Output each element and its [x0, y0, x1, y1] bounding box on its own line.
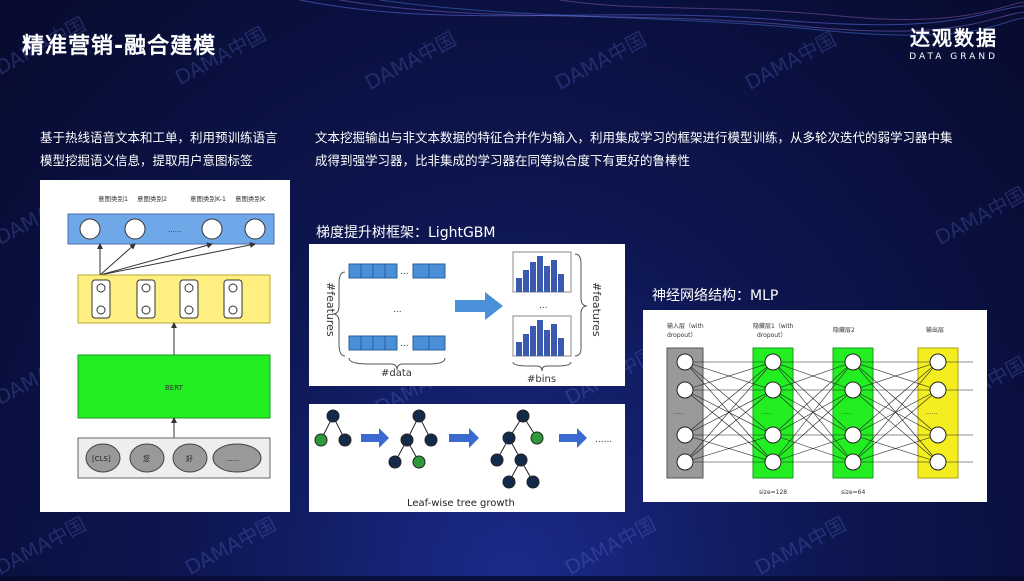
token-label: [CLS]: [92, 455, 111, 463]
right-text-line: 成得到强学习器，比非集成的学习器在同等拟合度下有更好的鲁棒性: [315, 153, 691, 168]
layer-size: size=128: [759, 489, 787, 496]
intent-label: 意图类别K-1: [190, 194, 226, 203]
pooling-vector: [223, 279, 243, 319]
bert-diagram-panel: 意图类别1 意图类别2 意图类别K-1 意图类别K ......: [40, 180, 290, 512]
histogram: [512, 251, 572, 293]
growth-arrow: [361, 428, 389, 448]
neuron: [676, 353, 694, 371]
watermark: DAMA中国: [0, 511, 91, 580]
brand-name-cn: 达观数据: [910, 26, 998, 50]
token-node: [129, 443, 165, 473]
intent-label: 意图类别1: [98, 194, 128, 203]
neuron-dots: ......: [673, 409, 685, 416]
bert-label: BERT: [165, 384, 184, 392]
token-label: ......: [226, 455, 239, 463]
leafwise-tree-panel: ...... Leaf-wise tree growth: [309, 404, 625, 512]
neuron-dots: ......: [926, 409, 938, 416]
tree-stage: [388, 409, 438, 469]
bert-block: [77, 354, 271, 419]
data-label: #data: [381, 368, 412, 379]
token-node: [212, 443, 262, 473]
neuron: [676, 381, 694, 399]
mlp-title: 神经网络结构：MLP: [652, 288, 779, 304]
tree-dots: ......: [595, 435, 612, 445]
neuron: [929, 453, 947, 471]
watermark: DAMA中国: [750, 511, 851, 580]
output-layer-box: [67, 213, 275, 245]
row-dots: ...: [400, 267, 409, 277]
lightgbm-title: 梯度提升树框架：LightGBM: [316, 225, 496, 241]
left-text-line: 模型挖掘语义信息，提取用户意图标签: [40, 153, 253, 168]
brand-logo: 达观数据 DATA GRAND: [909, 22, 998, 62]
neuron: [844, 381, 862, 399]
neuron: [764, 453, 782, 471]
watermark: DAMA中国: [560, 511, 661, 580]
watermark: DAMA中国: [180, 511, 281, 580]
tree-stage: [314, 409, 352, 447]
neuron: [844, 426, 862, 444]
neuron: [929, 353, 947, 371]
left-description: 基于热线语音文本和工单，利用预训练语言 模型挖掘语义信息，提取用户意图标签: [40, 126, 300, 172]
histogram-dots: ...: [539, 301, 548, 311]
features-label: #features: [324, 282, 337, 337]
right-text-line: 文本挖掘输出与非文本数据的特征合并作为输入，利用集成学习的框架进行模型训练，从多…: [315, 130, 953, 145]
tree-stage: [490, 409, 544, 489]
neuron-dots: ......: [841, 409, 853, 416]
right-description: 文本挖掘输出与非文本数据的特征合并作为输入，利用集成学习的框架进行模型训练，从多…: [315, 126, 1005, 172]
transform-arrow: [455, 292, 503, 320]
header-wave-decoration: [299, 0, 1024, 36]
neuron-dots: ......: [761, 409, 773, 416]
token-label: 好: [186, 454, 193, 463]
layer-size: size=64: [841, 489, 865, 496]
lightgbm-histogram-diagram: #features ... ... ... #data ...: [324, 251, 603, 385]
neuron: [844, 353, 862, 371]
bins-label: #bins: [527, 374, 556, 385]
output-node: [124, 218, 146, 240]
intent-label: 意图类别2: [137, 194, 167, 203]
leafwise-tree-diagram: ...... Leaf-wise tree growth: [314, 409, 612, 509]
growth-arrow: [559, 428, 587, 448]
token-node: [85, 443, 121, 473]
page-title: 精准营销-融合建模: [22, 34, 217, 59]
pooling-vector: [179, 279, 199, 319]
data-row: [348, 263, 446, 279]
layer-label: 隐藏层2: [833, 326, 855, 334]
bert-diagram: 意图类别1 意图类别2 意图类别K-1 意图类别K ......: [67, 194, 275, 479]
token-label: 您: [143, 454, 150, 463]
output-dots: ......: [168, 226, 181, 234]
mlp-diagram: 输入层（with dropout） 隐藏层1（with dropout） 隐藏层…: [666, 322, 973, 496]
layer-label: 输出层: [926, 326, 944, 334]
neuron: [764, 381, 782, 399]
output-node: [79, 218, 101, 240]
growth-arrow: [449, 428, 479, 448]
token-node: [172, 443, 208, 473]
neuron: [929, 426, 947, 444]
row-dots: ...: [400, 339, 409, 349]
layer-label: dropout）: [757, 332, 786, 339]
layer-label: 隐藏层1（with: [753, 322, 794, 330]
watermark: DAMA中国: [930, 181, 1024, 250]
neuron: [764, 426, 782, 444]
brand-name-en: DATA GRAND: [909, 52, 998, 62]
mlp-diagram-panel: 输入层（with dropout） 隐藏层1（with dropout） 隐藏层…: [643, 310, 987, 502]
column-dots: ...: [393, 305, 402, 315]
neuron: [676, 426, 694, 444]
layer-label: 输入层（with: [667, 322, 704, 330]
neuron: [676, 453, 694, 471]
leafwise-caption: Leaf-wise tree growth: [407, 498, 515, 509]
intent-label: 意图类别K: [235, 194, 266, 203]
neuron: [844, 453, 862, 471]
features-label: #features: [590, 282, 603, 337]
layer-label: dropout）: [667, 332, 696, 339]
neuron: [929, 381, 947, 399]
output-node: [201, 218, 223, 240]
lightgbm-histogram-panel: #features ... ... ... #data ...: [309, 244, 625, 386]
output-node: [244, 218, 266, 240]
left-text-line: 基于热线语音文本和工单，利用预训练语言: [40, 130, 278, 145]
pooling-vector: [136, 279, 156, 319]
data-row: [348, 335, 446, 351]
neuron: [764, 353, 782, 371]
histogram: [512, 315, 572, 357]
pooling-vector: [91, 279, 111, 319]
